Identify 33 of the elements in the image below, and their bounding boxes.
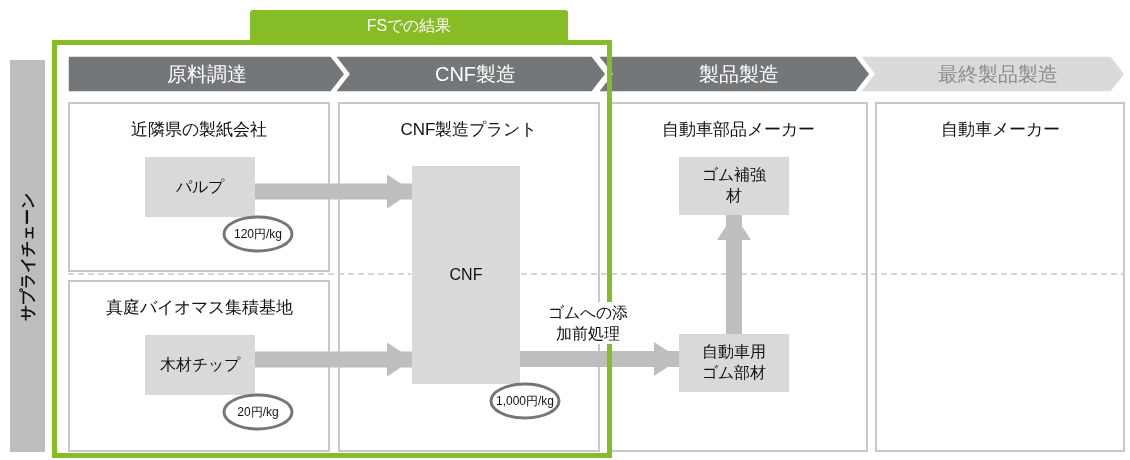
- price-label: 20円/kg: [237, 403, 279, 421]
- block-arrow: [717, 214, 751, 334]
- side-bar: [10, 60, 45, 452]
- organization-panel: [68, 102, 330, 272]
- stage-label: 原料調達: [166, 61, 247, 87]
- vertical-label: サプライチェーン: [17, 192, 37, 320]
- product-label: パルプ: [176, 176, 224, 197]
- stage-label: CNF製造: [434, 61, 517, 87]
- product-box: [145, 157, 255, 217]
- organization-panel: [875, 102, 1125, 452]
- product-label: ゴム補強材: [701, 165, 767, 206]
- price-label: 120円/kg: [234, 225, 282, 243]
- price-label: 1,000円/kg: [495, 392, 554, 410]
- tab-label: FSでの結果: [250, 10, 568, 42]
- product-label: 自動車用ゴム部材: [701, 342, 767, 383]
- product-label: 木材チップ: [160, 354, 240, 375]
- product-label: CNF: [449, 266, 483, 284]
- panel-title: 自動車部品メーカー: [661, 119, 815, 141]
- panel-title: 真庭バイオマス集積基地: [105, 297, 293, 319]
- stage-label: 製品製造: [699, 61, 779, 87]
- product-box: [679, 157, 789, 215]
- organization-panel: [68, 280, 330, 452]
- block-arrow: [255, 342, 413, 377]
- product-box: [679, 334, 789, 392]
- panel-title: 近隣県の製紙会社: [131, 119, 267, 141]
- edge-label: ゴムへの添加前処理: [547, 302, 629, 344]
- panel-title: 自動車メーカー: [940, 119, 1060, 141]
- product-box: [145, 335, 255, 395]
- block-arrow: [520, 342, 680, 376]
- stage-label: 最終製品製造: [937, 61, 1058, 87]
- block-arrow: [255, 174, 413, 209]
- panel-title: CNF製造プラント: [400, 119, 538, 141]
- product-box: [412, 166, 520, 384]
